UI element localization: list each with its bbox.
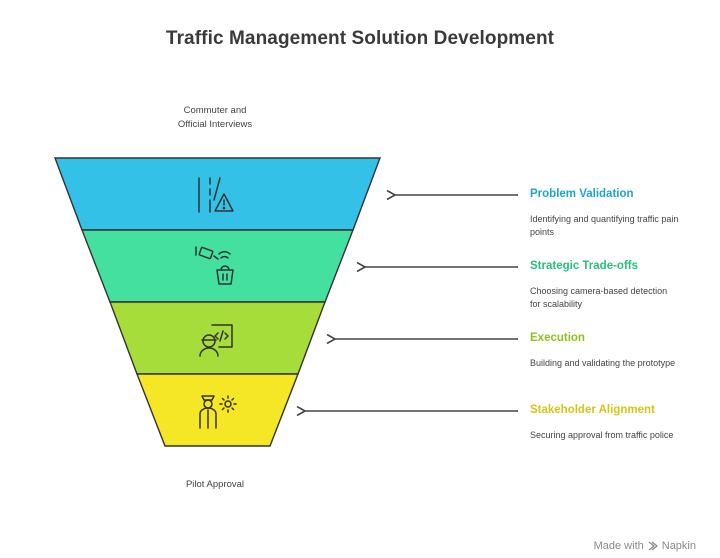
stage-1-description: Identifying and quantifying traffic pain… [530,214,679,237]
napkin-watermark[interactable]: Made with Napkin [594,540,696,552]
watermark-brand: Napkin [661,540,696,552]
funnel-stage-2 [80,229,355,303]
camera-balance-icon [195,246,234,285]
funnel-stage-1 [53,157,382,231]
road-warning-icon [198,177,234,213]
stage-2-title: Strategic Trade-offs [530,260,638,272]
watermark-prefix: Made with [593,540,644,552]
stage-3-title: Execution [530,332,585,344]
stage-1-title: Problem Validation [530,188,634,200]
funnel-bottom-label: Pilot Approval [185,479,245,490]
funnel-stage-4 [135,373,300,447]
developer-code-icon [199,324,233,357]
diagram-title: Traffic Management Solution Development [165,28,555,49]
officer-gear-icon [199,395,237,429]
napkin-logo-icon [648,541,658,551]
stage-2-description: Choosing camera-based detection for scal… [530,286,668,309]
stage-3-description: Building and validating the prototype [530,358,676,368]
stage-4-title: Stakeholder Alignment [530,404,655,416]
funnel-top-label: Commuter and Official Interviews [177,105,253,130]
stage-4-description: Securing approval from traffic police [530,430,674,440]
